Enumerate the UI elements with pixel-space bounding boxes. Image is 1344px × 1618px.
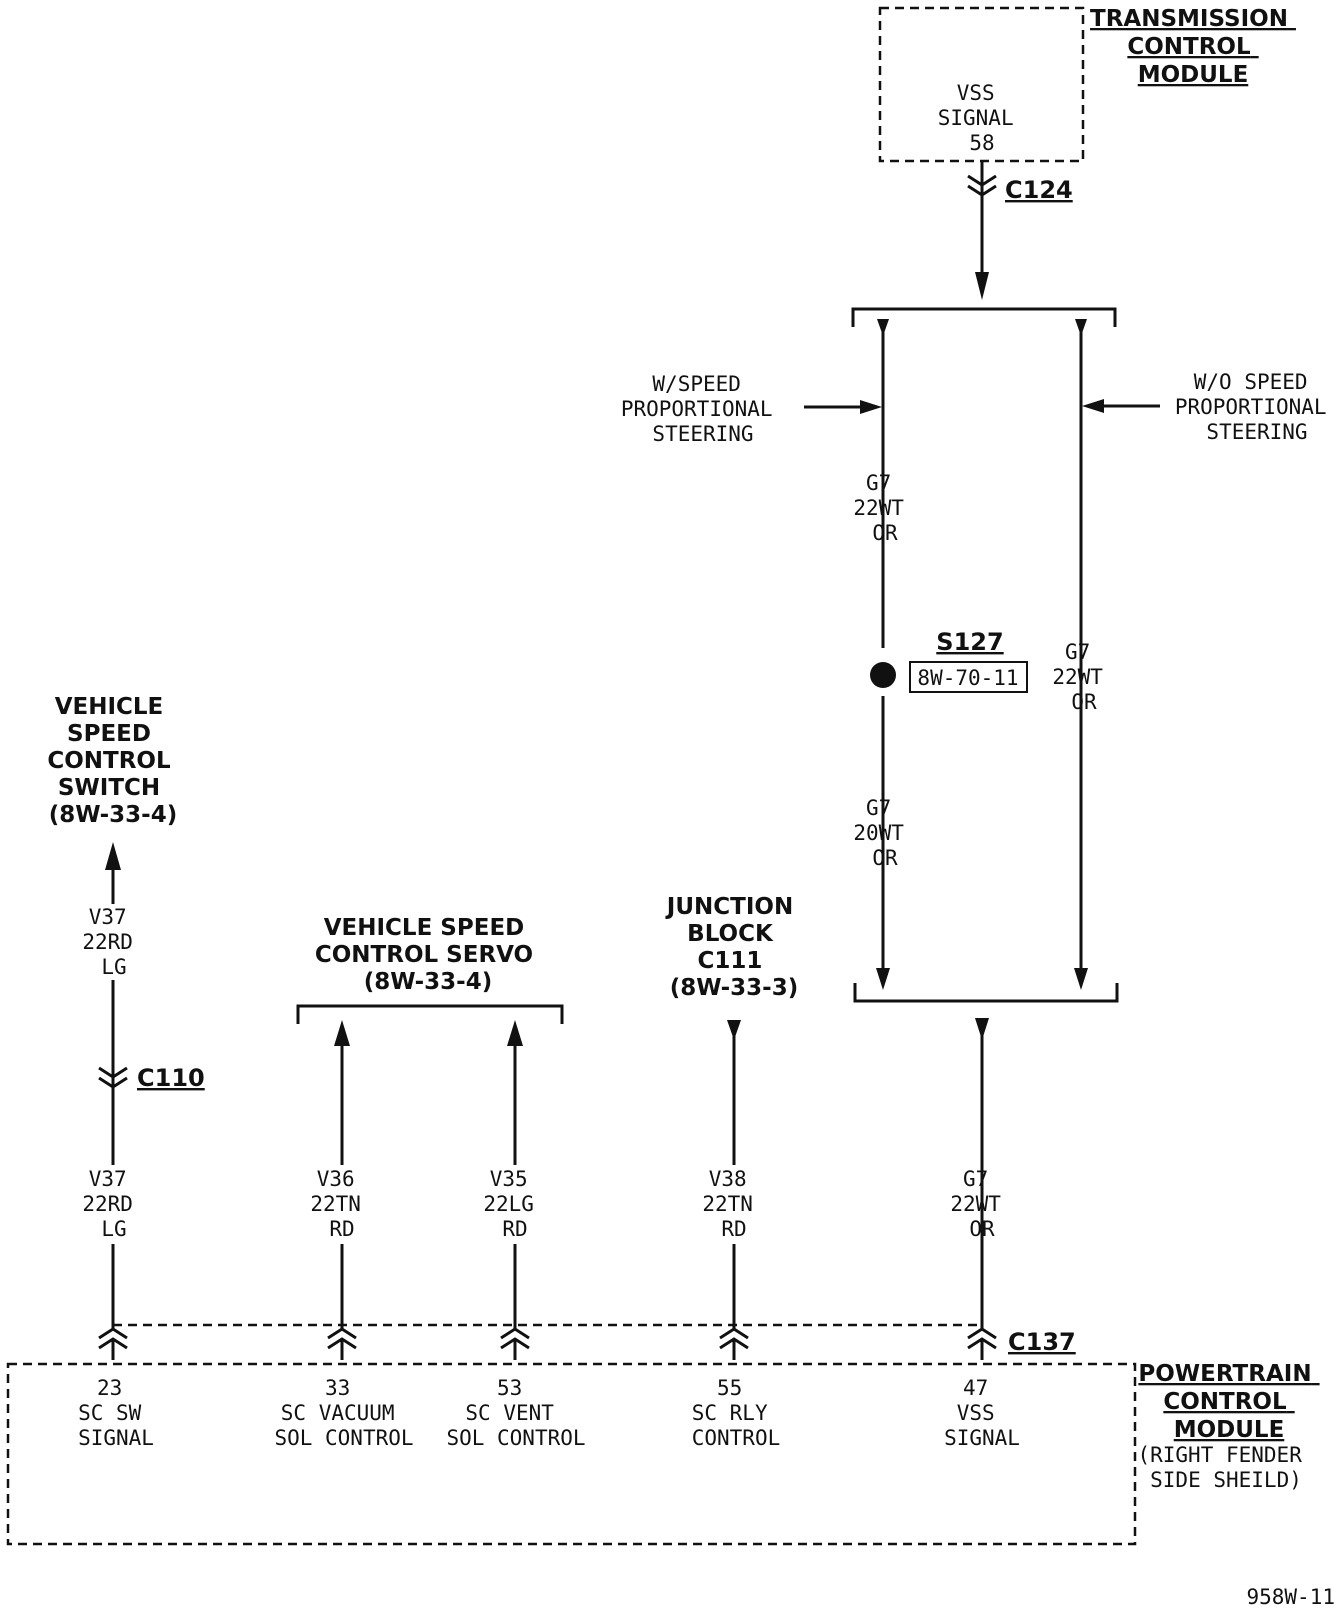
c137-pin-stubs [111, 1340, 984, 1360]
arrow-right-icon [860, 400, 882, 414]
g7-bottom-label: G7 22WT OR [950, 1167, 1013, 1241]
servo-title: VEHICLE SPEED CONTROL SERVO (8W-33-4) [315, 915, 541, 995]
w-speed-label: W/SPEED PROPORTIONAL STEERING [621, 372, 785, 446]
arrow-down-icon [877, 319, 889, 336]
c110-connector-symbol [98, 1066, 128, 1089]
diagram-id: 958W-11 [1246, 1585, 1335, 1609]
pcm-pin-53: 53 SC VENT SOL CONTROL [446, 1376, 585, 1450]
wo-speed-label: W/O SPEED PROPORTIONAL STEERING [1175, 370, 1339, 444]
arrow-up-icon [105, 842, 121, 870]
splice-dot-icon [870, 662, 896, 688]
v37-lower-label: V37 22RD LG [82, 1167, 145, 1241]
splice-id: S127 [936, 628, 1003, 656]
v36-label: V36 22TN RD [310, 1167, 373, 1241]
c110-label: C110 [137, 1064, 205, 1092]
v38-label: V38 22TN RD [702, 1167, 765, 1241]
g7-lower-left-label: G7 20WT OR [853, 796, 916, 870]
tcm-pin-label: VSS SIGNAL 58 [938, 81, 1027, 155]
arrow-left-icon [1082, 399, 1104, 413]
arrow-down-icon [975, 272, 989, 300]
v35-label: V35 22LG RD [483, 1167, 546, 1241]
arrow-up-icon [507, 1020, 523, 1046]
arrow-down-icon [876, 968, 890, 990]
pcm-pin-47: 47 VSS SIGNAL [944, 1376, 1020, 1450]
c124-label: C124 [1005, 176, 1073, 204]
arrow-down-icon [1074, 968, 1088, 990]
arrow-down-icon [1075, 319, 1087, 336]
splice-ref: 8W-70-11 [917, 666, 1018, 690]
pcm-pin-33: 33 SC VACUUM SOL CONTROL [274, 1376, 413, 1450]
c137-connector-symbol [98, 1327, 997, 1350]
splice-ref-box [909, 661, 1028, 693]
arrow-down-icon [727, 1020, 741, 1040]
g7-upper-left-label: G7 22WT OR [853, 471, 916, 545]
top-branch-bracket [851, 307, 1117, 327]
servo-bracket [296, 1004, 564, 1024]
arrow-down-icon [975, 1018, 989, 1040]
pcm-title: POWERTRAIN CONTROL MODULE [1138, 1361, 1319, 1443]
pcm-pin-23: 23 SC SW SIGNAL [78, 1376, 154, 1450]
bottom-branch-bracket [853, 983, 1119, 1003]
tcm-box [878, 6, 1085, 163]
c137-label: C137 [1008, 1328, 1076, 1356]
junction-title: JUNCTION BLOCK C111 (8W-33-3) [665, 894, 801, 1001]
v37-upper-label: V37 22RD LG [82, 905, 145, 979]
tcm-title: TRANSMISSION CONTROL MODULE [1090, 6, 1296, 88]
pcm-pin-55: 55 SC RLY CONTROL [692, 1376, 781, 1450]
pcm-box [6, 1362, 1137, 1546]
g7-right-label: G7 22WT OR [1052, 640, 1115, 714]
pcm-location: (RIGHT FENDER SIDE SHEILD) [1137, 1443, 1314, 1492]
arrow-up-icon [334, 1020, 350, 1046]
switch-title: VEHICLE SPEED CONTROL SWITCH (8W-33-4) [47, 694, 178, 828]
